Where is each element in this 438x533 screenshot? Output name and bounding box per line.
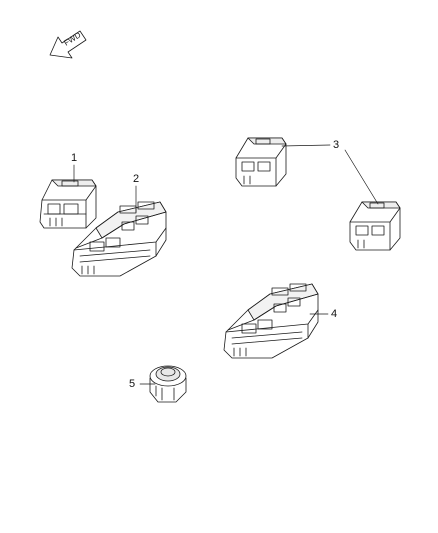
- callout-3: 3: [333, 139, 340, 151]
- part-4-master-window-switch: [223, 283, 319, 359]
- part-2-master-window-switch: [71, 201, 167, 277]
- callout-4: 4: [331, 308, 338, 320]
- callout-5: 5: [129, 378, 136, 390]
- leader-line-3a: [281, 144, 331, 147]
- part-3-switch-upper: [235, 137, 287, 187]
- part-1-single-window-switch: [39, 179, 97, 229]
- forward-arrow-icon: FWD: [49, 30, 87, 59]
- leader-lines: [73, 144, 379, 385]
- callout-1: 1: [71, 152, 78, 164]
- leader-line-3b: [344, 149, 379, 205]
- callout-2: 2: [133, 173, 140, 185]
- part-5-round-switch: [149, 365, 187, 403]
- part-3-switch-lower: [349, 201, 401, 251]
